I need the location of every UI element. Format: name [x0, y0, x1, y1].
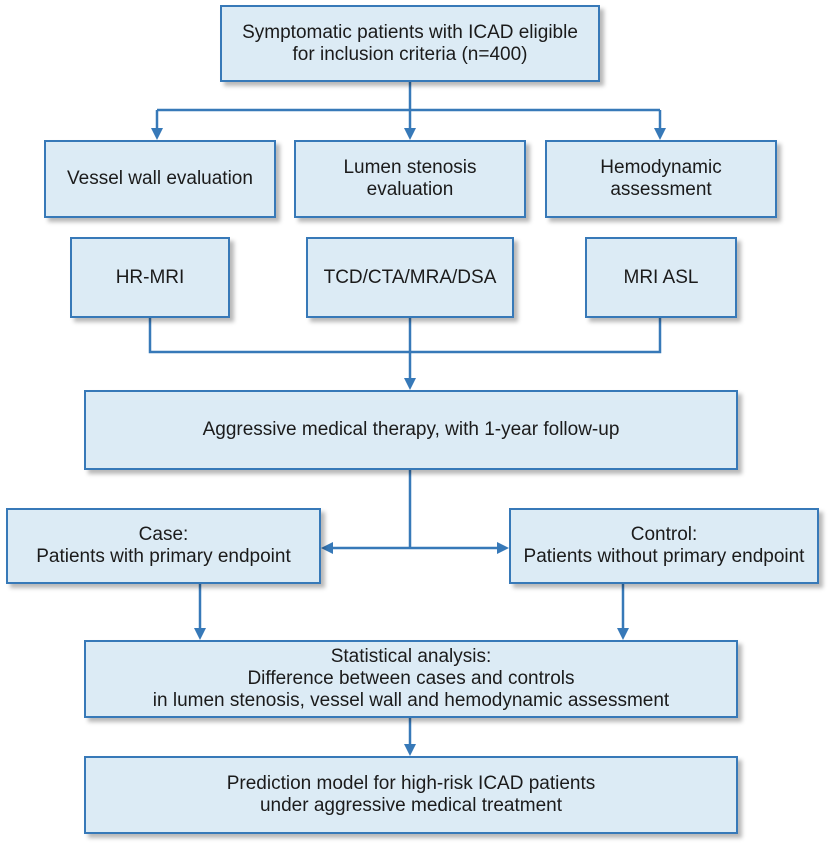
hemodynamic-assessment-text: Hemodynamic assessment — [600, 157, 722, 200]
tcd-cta-mra-dsa-box: TCD/CTA/MRA/DSA — [306, 237, 514, 318]
statistical-analysis-text: Statistical analysis: Difference between… — [152, 646, 670, 711]
arrowhead-case — [321, 542, 333, 554]
prediction-model-box: Prediction model for high-risk ICAD pati… — [84, 756, 738, 834]
vessel-wall-evaluation-text: Vessel wall evaluation — [67, 168, 253, 189]
case-text: Case: Patients with primary endpoint — [36, 524, 291, 567]
control-text: Control: Patients without primary endpoi… — [523, 524, 805, 567]
arrowhead-lumen-stenosis — [404, 128, 416, 140]
hr-mri-box: HR-MRI — [70, 237, 230, 318]
aggressive-therapy-box: Aggressive medical therapy, with 1-year … — [84, 390, 738, 470]
statistical-analysis-box: Statistical analysis: Difference between… — [84, 640, 738, 718]
arrowhead-prediction — [404, 744, 416, 756]
mri-asl-box: MRI ASL — [585, 237, 737, 318]
hemodynamic-assessment-box: Hemodynamic assessment — [545, 140, 777, 218]
control-box: Control: Patients without primary endpoi… — [509, 508, 819, 584]
arrowhead-statistical-right — [617, 628, 629, 640]
tcd-cta-mra-dsa-text: TCD/CTA/MRA/DSA — [323, 266, 497, 288]
lumen-stenosis-evaluation-text: Lumen stenosis evaluation — [343, 157, 477, 200]
eligible-patients-text: Symptomatic patients with ICAD eligible … — [242, 21, 578, 65]
eligible-patients-box: Symptomatic patients with ICAD eligible … — [220, 5, 600, 82]
hr-mri-text: HR-MRI — [115, 266, 185, 288]
connector-imaging-merge — [148, 318, 662, 354]
arrowhead-vessel-wall — [151, 128, 163, 140]
aggressive-therapy-text: Aggressive medical therapy, with 1-year … — [202, 419, 620, 440]
arrowhead-statistical-left — [194, 628, 206, 640]
mri-asl-text: MRI ASL — [623, 266, 699, 288]
arrowhead-hemodynamic — [654, 128, 666, 140]
arrowhead-therapy — [404, 378, 416, 390]
vessel-wall-evaluation-box: Vessel wall evaluation — [44, 140, 276, 218]
prediction-model-text: Prediction model for high-risk ICAD pati… — [226, 773, 596, 816]
case-box: Case: Patients with primary endpoint — [6, 508, 321, 584]
lumen-stenosis-evaluation-box: Lumen stenosis evaluation — [294, 140, 526, 218]
arrowhead-control — [497, 542, 509, 554]
